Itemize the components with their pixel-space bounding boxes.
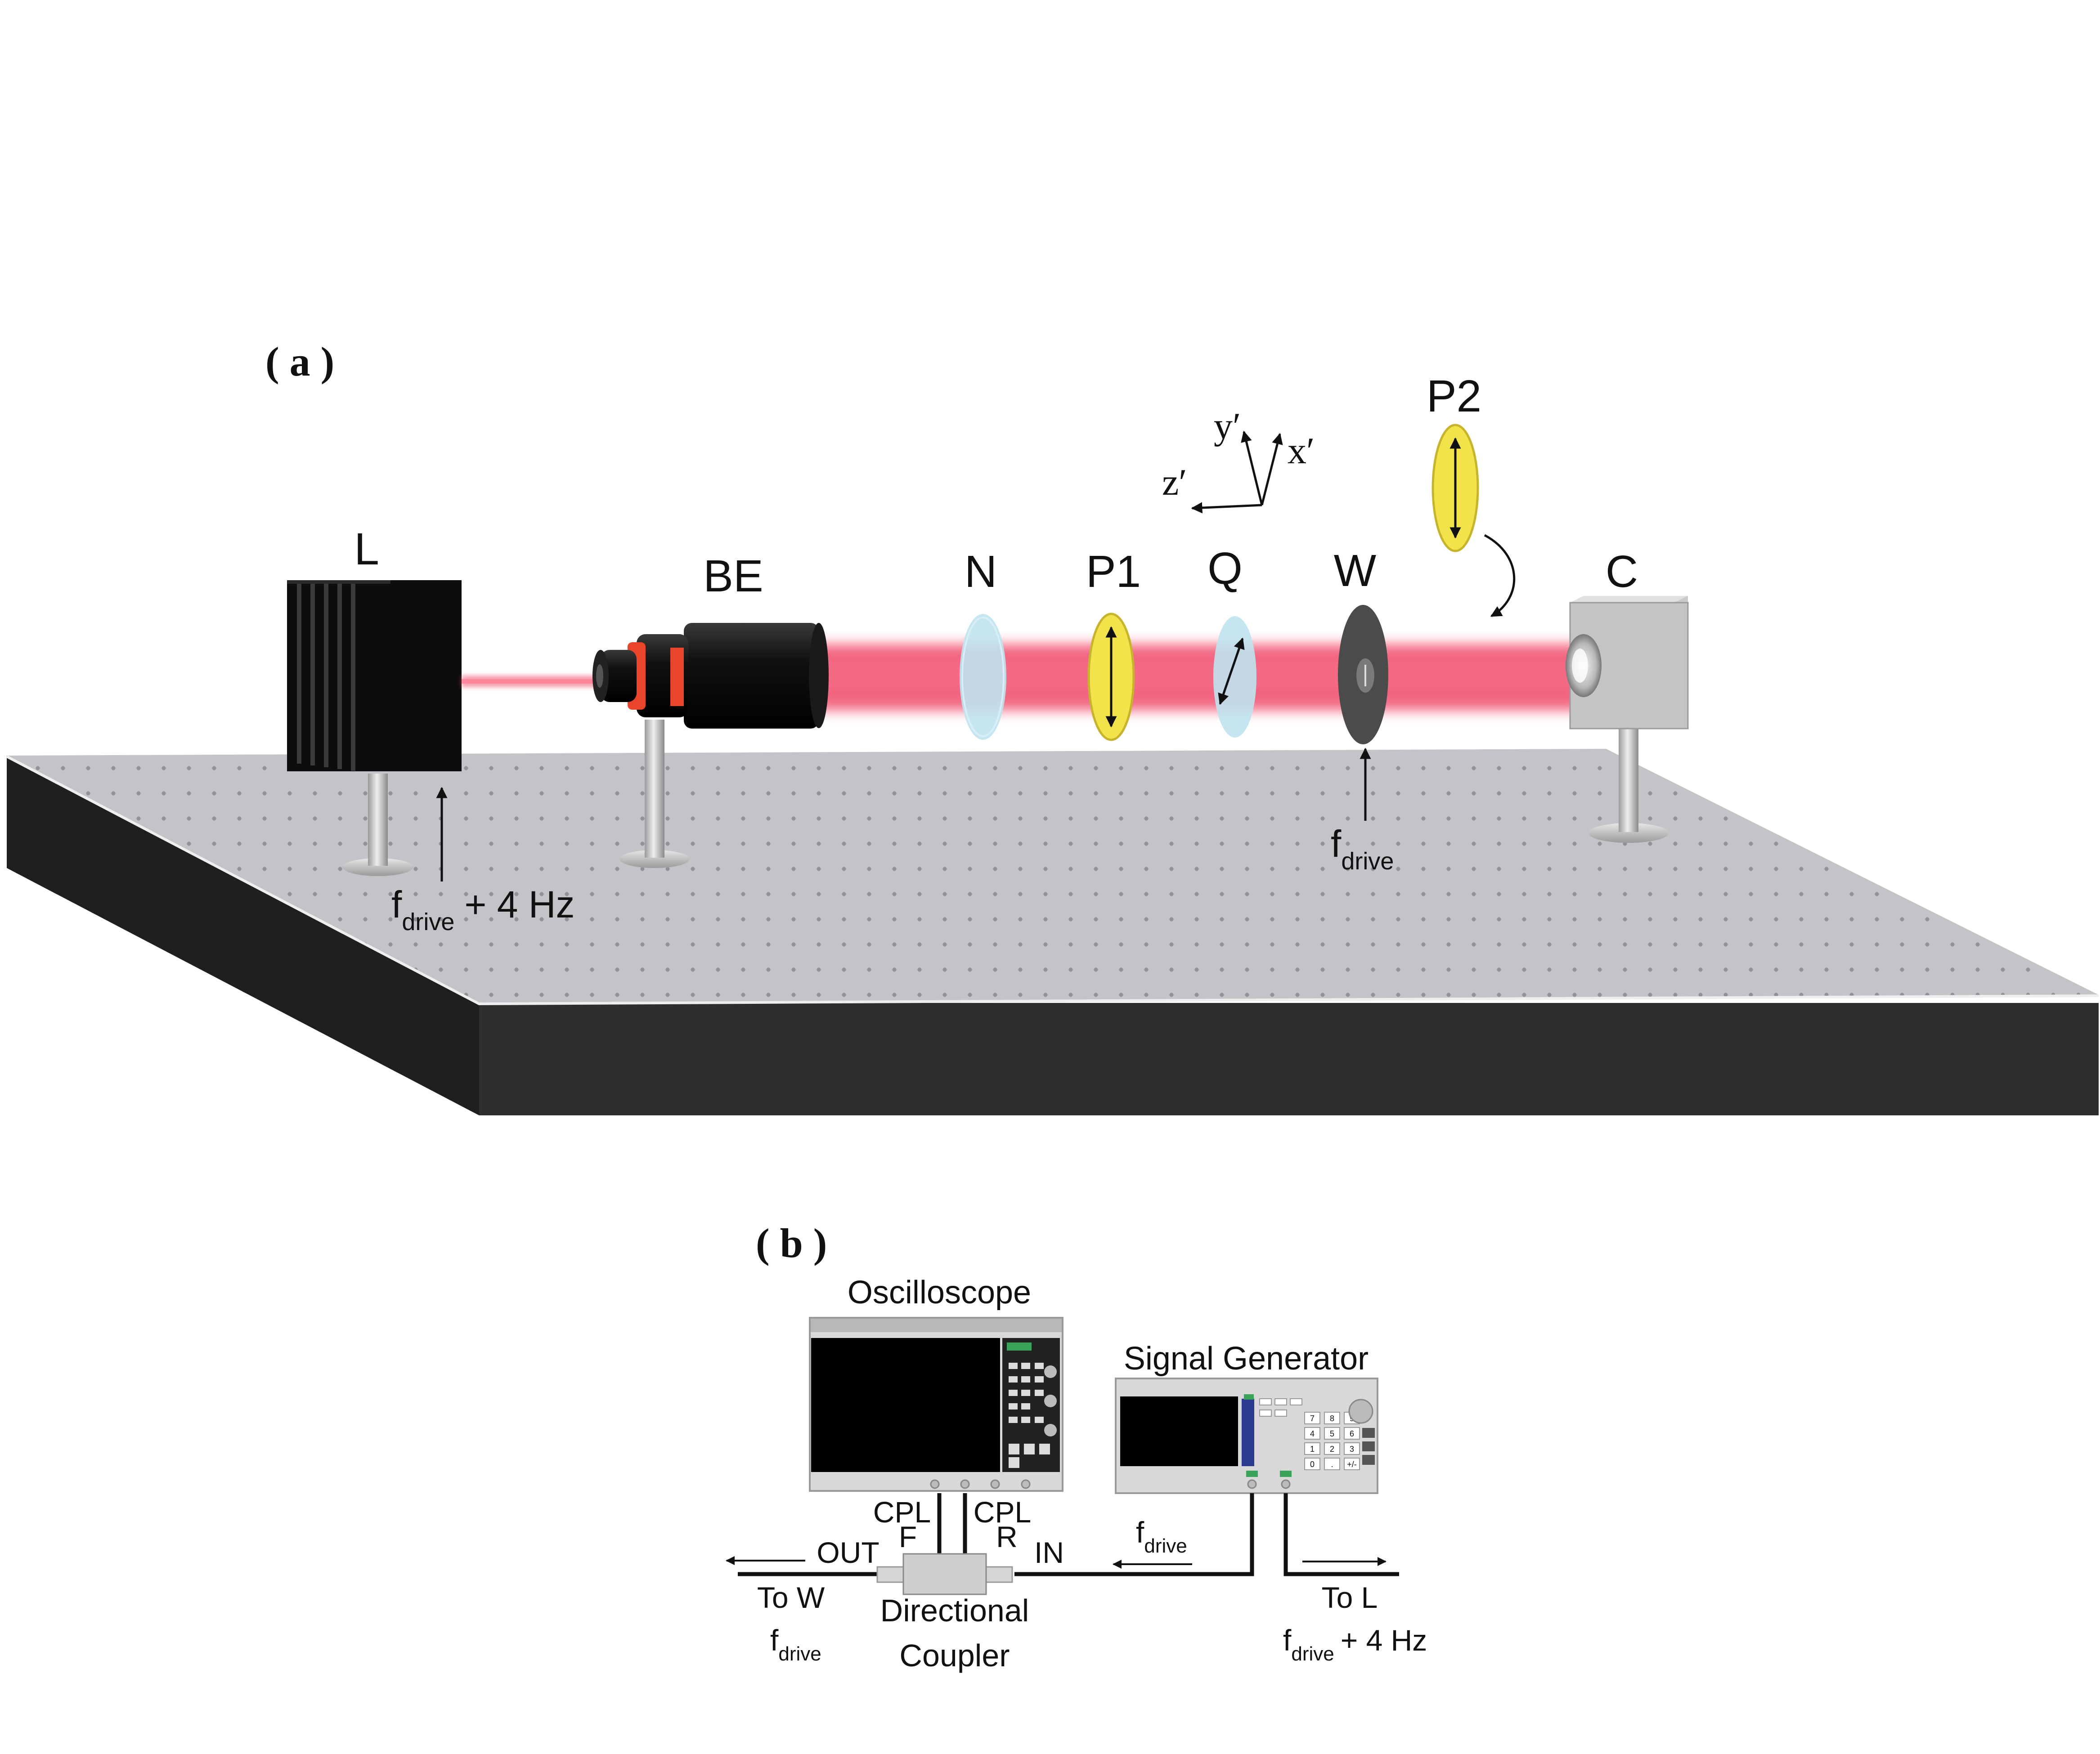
table-holes xyxy=(7,749,2099,1003)
label-polarizer-p2: P2 xyxy=(1427,371,1481,421)
fast-axis-arrow-icon xyxy=(1218,637,1245,705)
cables xyxy=(738,1493,1399,1576)
table-edge-highlight xyxy=(6,755,2099,1006)
quarter-wave-plate xyxy=(1213,616,1256,738)
wheel-drive-label: fdrive xyxy=(1331,823,1394,875)
axis-y-label: y′ xyxy=(1214,405,1241,447)
label-polarizer-p1: P1 xyxy=(1086,546,1141,597)
to-w-label: To W xyxy=(757,1581,825,1614)
svg-text:3: 3 xyxy=(1350,1445,1354,1454)
svg-text:+/-: +/- xyxy=(1347,1460,1357,1469)
directional-coupler xyxy=(876,1553,1013,1595)
port-in-label: IN xyxy=(1034,1536,1064,1569)
svg-text:1: 1 xyxy=(1310,1445,1315,1454)
port-cpl-r-line2: R xyxy=(996,1520,1018,1553)
camera-post xyxy=(1588,729,1669,843)
laser xyxy=(287,580,462,771)
beam-expander xyxy=(592,623,829,729)
label-quarter-wave: Q xyxy=(1207,543,1243,594)
table-side-front xyxy=(479,1003,2099,1115)
svg-text:4: 4 xyxy=(1310,1429,1315,1438)
svg-text:0: 0 xyxy=(1310,1460,1315,1469)
rotating-wheel xyxy=(1338,605,1388,744)
label-nd-filter: N xyxy=(965,546,997,597)
axis-x-label: x′ xyxy=(1288,430,1315,472)
beam-expander-post xyxy=(619,720,690,868)
oscilloscope-label: Oscilloscope xyxy=(848,1275,1031,1311)
coordinate-axes: y′ x′ z′ xyxy=(1162,405,1315,514)
label-wheel: W xyxy=(1334,546,1377,596)
in-drive-label: fdrive xyxy=(1136,1516,1187,1557)
svg-text:5: 5 xyxy=(1330,1429,1334,1438)
rotate-arrow-icon xyxy=(1484,534,1516,617)
laser-beam xyxy=(462,644,1581,711)
label-beam-expander: BE xyxy=(703,551,763,601)
polarizer-p2 xyxy=(1431,424,1479,552)
optical-table xyxy=(6,749,2099,1115)
panel-b-label: ( b ) xyxy=(756,1220,827,1266)
label-camera: C xyxy=(1606,546,1638,597)
nd-filter xyxy=(960,614,1006,740)
oscilloscope: Oscilloscope xyxy=(809,1275,1063,1492)
signal-generator: Signal Generator 7 8 9 4 5 6 1 2 3 0 . +… xyxy=(1115,1341,1378,1494)
svg-text:8: 8 xyxy=(1330,1414,1334,1423)
port-cpl-f-line1: CPL xyxy=(873,1495,931,1529)
svg-text:2: 2 xyxy=(1330,1445,1334,1454)
port-out-label: OUT xyxy=(817,1536,879,1569)
axis-z-label: z′ xyxy=(1162,461,1187,503)
svg-text:.: . xyxy=(1331,1460,1333,1469)
coupler-label-line1: Directional xyxy=(880,1593,1029,1628)
port-cpl-r-line1: CPL xyxy=(974,1495,1031,1529)
laser-drive-label: fdrive+ 4 Hz xyxy=(391,883,575,935)
label-laser: L xyxy=(354,524,379,574)
laser-post xyxy=(343,774,413,876)
polarizer-p1 xyxy=(1087,613,1135,741)
to-l-label: To L xyxy=(1322,1581,1378,1614)
port-cpl-f-line2: F xyxy=(899,1520,917,1553)
table-side-left xyxy=(7,756,479,1115)
signal-generator-label: Signal Generator xyxy=(1124,1341,1369,1377)
svg-text:6: 6 xyxy=(1350,1429,1354,1438)
coupler-label-line2: Coupler xyxy=(899,1638,1010,1673)
to-l-drive-label: fdrive+ 4 Hz xyxy=(1283,1624,1427,1665)
camera xyxy=(1566,596,1689,729)
to-w-drive-label: fdrive xyxy=(770,1624,821,1665)
panel-a-label: ( a ) xyxy=(265,339,334,385)
svg-text:7: 7 xyxy=(1310,1414,1315,1423)
